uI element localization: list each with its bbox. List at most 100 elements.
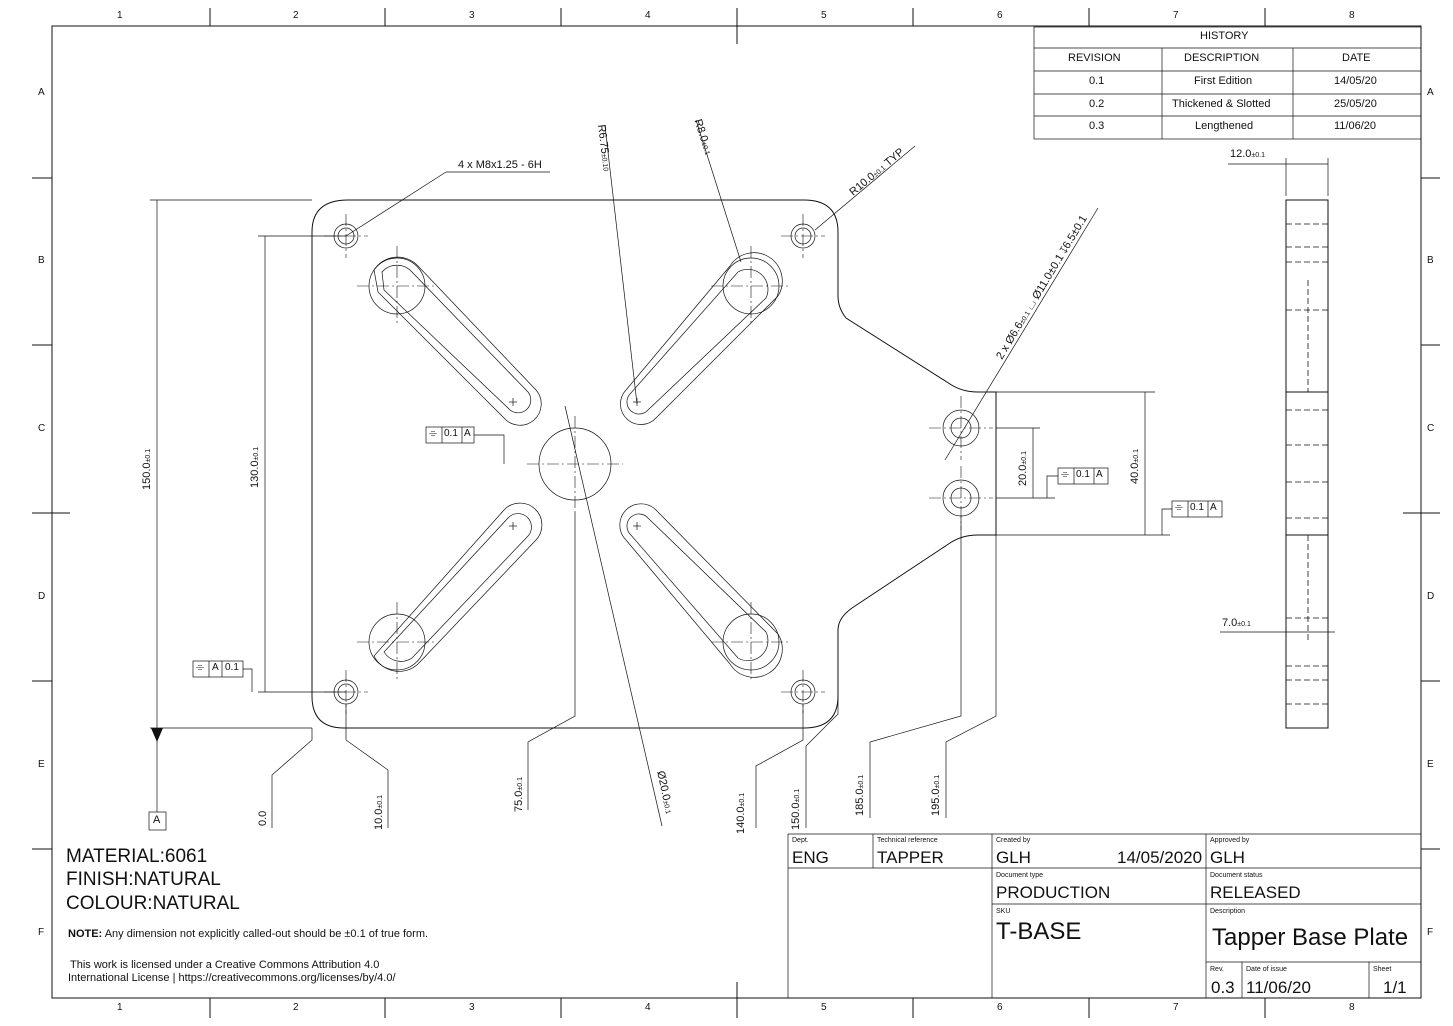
history-header-description: DESCRIPTION (1184, 52, 1260, 64)
dim-20-value: 20.0 (1017, 464, 1029, 486)
side-depth-label: 7.0±0.1 (1222, 618, 1251, 629)
doctype-value: PRODUCTION (996, 883, 1111, 902)
x-dim-10: 10.0±0.1 (373, 795, 385, 830)
gdt-symbol: ⌯ (196, 662, 204, 673)
counterbored-centerlines (929, 396, 993, 530)
dim-150-tol: ±0.1 (145, 448, 152, 463)
dim-150-vertical (150, 199, 312, 812)
sku-value: T-BASE (996, 918, 1082, 945)
zone-col-label: 6 (997, 1002, 1003, 1013)
approved-label: Approved by (1210, 837, 1250, 844)
x-dim-185: 185.0±0.1 (854, 774, 866, 816)
techref-value: TAPPER (877, 848, 944, 867)
gdt-frame-center (425, 426, 505, 464)
dept-label: Dept. (792, 837, 809, 844)
x-dim-185-value: 185.0 (854, 788, 866, 816)
radius-675-tol: ±0.10 (599, 153, 609, 172)
zone-row-label: E (38, 759, 45, 770)
zone-col-label: 3 (469, 10, 475, 21)
zone-col-label: 3 (469, 1002, 475, 1013)
issue-label: Date of issue (1246, 966, 1287, 973)
history-date: 11/06/20 (1334, 120, 1377, 132)
techref-label: Technical reference (877, 837, 938, 844)
history-header-revision: REVISION (1068, 52, 1121, 64)
sheet-label: Sheet (1373, 966, 1392, 973)
x-dim-75-tol: ±0.1 (517, 777, 524, 791)
dim-130-label: 130.0±0.1 (249, 446, 261, 488)
zone-ticks (32, 8, 1440, 1018)
zone-row-label: C (1427, 423, 1435, 434)
dim-40-label: 40.0±0.1 (1129, 449, 1141, 484)
zone-row-label: C (38, 423, 46, 434)
gdt-tolerance: 0.1 (225, 662, 239, 673)
side-view-hidden-lines (1286, 223, 1328, 705)
history-description: First Edition (1194, 75, 1253, 87)
side-thickness-value: 12.0 (1230, 148, 1252, 160)
tab-dims (996, 391, 1170, 536)
zone-col-label: 2 (293, 10, 299, 21)
side-depth-value: 7.0 (1222, 617, 1238, 629)
x-dim-leaders (271, 512, 997, 828)
history-date: 14/05/20 (1334, 75, 1377, 87)
gdt-datum: A (464, 428, 471, 439)
created-label: Created by (996, 837, 1031, 844)
x-dim-0: 0.0 (257, 810, 269, 826)
x-dim-10-tol: ±0.1 (377, 795, 384, 809)
sheet-value: 1/1 (1383, 978, 1407, 997)
license-line-2: International License | https://creative… (68, 972, 396, 984)
desc-label: Description (1210, 908, 1246, 915)
side-thickness-tol: ±0.1 (1251, 152, 1265, 159)
x-dim-140-value: 140.0 (735, 806, 747, 834)
history-description: Thickened & Slotted (1172, 98, 1271, 110)
radius-8-tol: ±0.1 (699, 141, 711, 157)
zone-col-label: 1 (117, 1002, 123, 1013)
dim-20-tol: ±0.1 (1021, 451, 1028, 465)
x-dim-140-tol: ±0.1 (739, 792, 746, 807)
zone-row-label: B (38, 255, 45, 266)
leader-lines (345, 119, 1099, 827)
slot-centerlines (357, 246, 791, 682)
zone-row-label: D (1427, 591, 1435, 602)
zone-row-label: A (38, 87, 45, 98)
gdt-symbol: ⌯ (1175, 502, 1183, 513)
zone-col-label: 8 (1349, 1002, 1355, 1013)
created-value: GLH (996, 848, 1031, 867)
datum-a-box (148, 811, 167, 831)
datum-a-label: A (153, 814, 161, 826)
gdt-frame-tab-2 (1161, 500, 1223, 535)
rev-value: 0.3 (1211, 978, 1235, 997)
gdt-datum: A (1096, 469, 1103, 480)
dim-150-label: 150.0±0.1 (141, 448, 153, 490)
side-view (1285, 199, 1329, 729)
zone-col-label: 7 (1173, 1002, 1179, 1013)
dim-150-value: 150.0 (141, 462, 153, 490)
approved-value: GLH (1210, 848, 1245, 867)
history-title: HISTORY (1200, 30, 1249, 42)
zone-col-label: 2 (293, 1002, 299, 1013)
zone-col-label: 1 (117, 10, 123, 21)
license-line-1: This work is licensed under a Creative C… (70, 959, 380, 971)
x-dim-195-value: 195.0 (930, 788, 942, 816)
rev-label: Rev. (1210, 966, 1224, 973)
slots (368, 252, 783, 678)
history-description: Lengthened (1195, 120, 1254, 132)
dim-130-vertical (258, 235, 346, 693)
history-date: 25/05/20 (1334, 98, 1377, 110)
dim-130-tol: ±0.1 (253, 446, 260, 461)
thread-callout: 4 x M8x1.25 - 6H (458, 159, 542, 171)
zone-row-label: B (1427, 255, 1434, 266)
x-dim-150: 150.0±0.1 (790, 789, 802, 830)
gdt-frame-left (192, 660, 253, 692)
sku-label: SKU (996, 908, 1011, 915)
general-tolerance-note: NOTE: Any dimension not explicitly calle… (68, 929, 428, 940)
history-header-date: DATE (1342, 52, 1371, 64)
zone-col-label: 7 (1173, 10, 1179, 21)
datum-triangle (151, 728, 163, 742)
gdt-frame-tab-1 (1046, 467, 1109, 498)
dim-20-label: 20.0±0.1 (1017, 451, 1029, 486)
x-dim-185-tol: ±0.1 (858, 774, 865, 789)
title-block-grid (787, 833, 1421, 998)
zone-col-label: 5 (821, 1002, 827, 1013)
history-revision: 0.2 (1089, 98, 1105, 110)
